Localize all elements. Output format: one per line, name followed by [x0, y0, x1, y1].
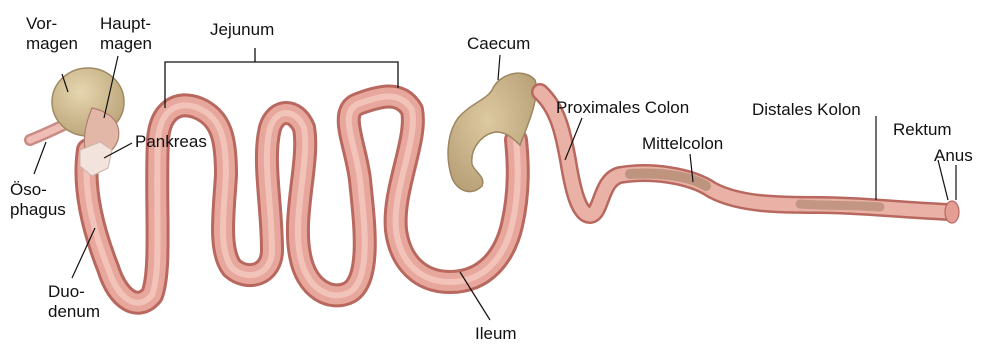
label-anus: Anus — [934, 146, 973, 166]
label-duodenum: Duo- denum — [48, 282, 100, 322]
leader-rektum — [938, 160, 948, 200]
label-hauptmagen-line1: Haupt- — [100, 14, 152, 34]
label-distales-kolon: Distales Kolon — [752, 100, 861, 120]
label-oesophagus-line1: Öso- — [10, 180, 66, 200]
label-oesophagus-line2: phagus — [10, 200, 66, 220]
label-rektum: Rektum — [893, 120, 952, 140]
label-oesophagus: Öso- phagus — [10, 180, 66, 220]
label-duodenum-line2: denum — [48, 302, 100, 322]
stomach-shape — [52, 68, 124, 156]
label-duodenum-line1: Duo- — [48, 282, 100, 302]
leader-oesophagus — [34, 142, 46, 174]
label-proximales-colon: Proximales Colon — [556, 98, 689, 118]
label-vormagen-line1: Vor- — [26, 14, 78, 34]
label-mittelcolon: Mittelcolon — [642, 134, 723, 154]
label-caecum: Caecum — [467, 34, 530, 54]
label-vormagen: Vor- magen — [26, 14, 78, 54]
label-hauptmagen-line2: magen — [100, 34, 152, 54]
label-hauptmagen: Haupt- magen — [100, 14, 152, 54]
leader-caecum — [498, 55, 500, 80]
label-pankreas: Pankreas — [135, 132, 207, 152]
label-ileum: Ileum — [475, 324, 517, 344]
label-jejunum: Jejunum — [210, 20, 274, 40]
label-vormagen-line2: magen — [26, 34, 78, 54]
